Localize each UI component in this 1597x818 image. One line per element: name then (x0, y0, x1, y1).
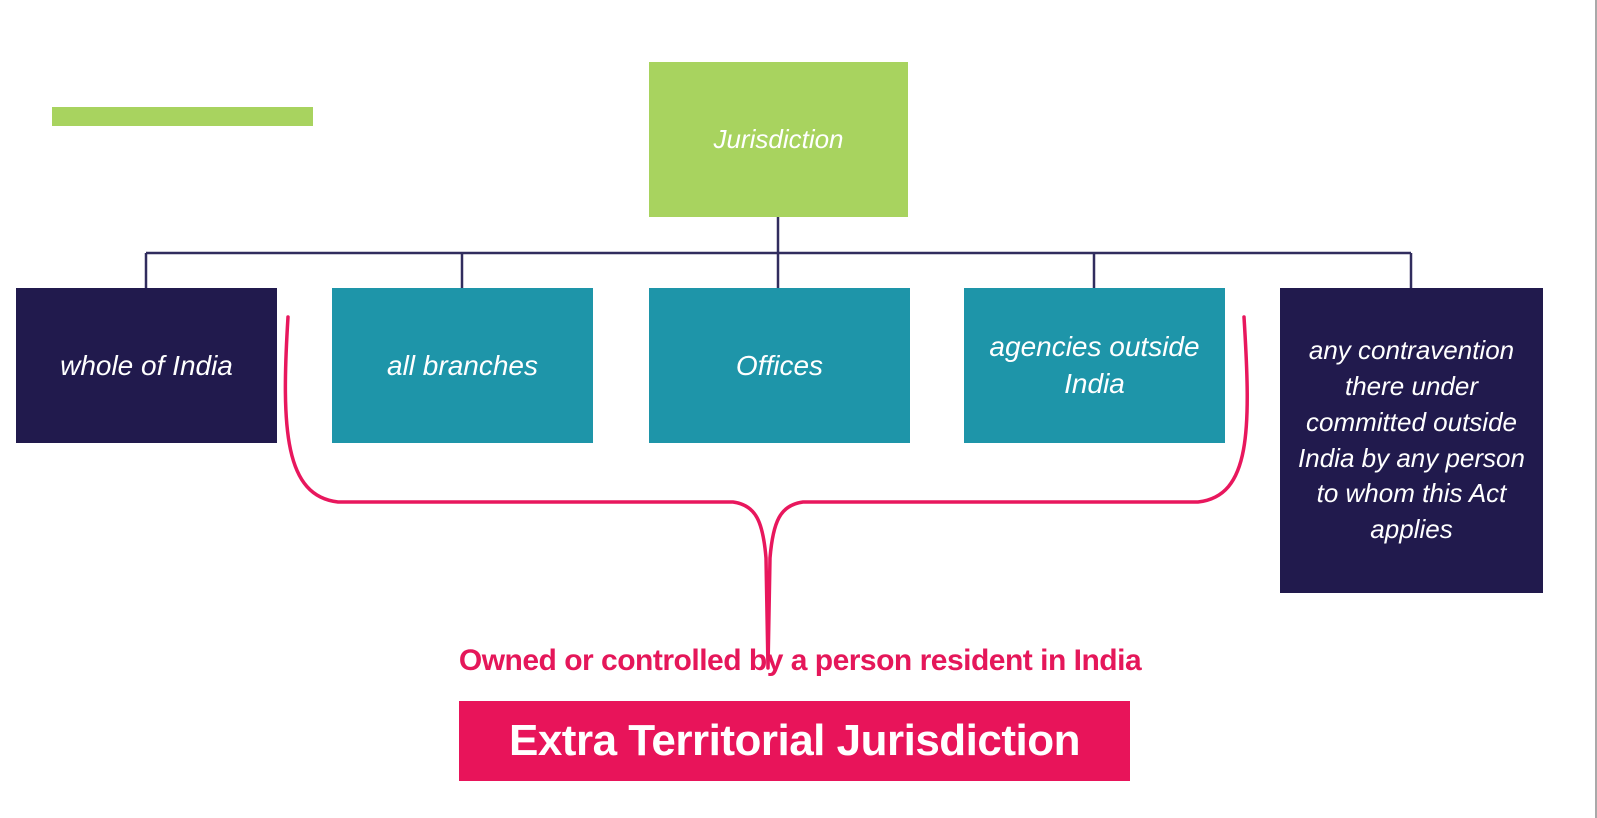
extra-territorial-banner: Extra Territorial Jurisdiction (459, 701, 1130, 781)
brace-caption: Owned or controlled by a person resident… (458, 644, 1142, 677)
extra-territorial-banner-label: Extra Territorial Jurisdiction (508, 716, 1081, 765)
node-whole-of-india: whole of India (16, 288, 277, 443)
slide-right-edge (1595, 0, 1597, 818)
node-all-branches-label: all branches (387, 349, 538, 381)
node-jurisdiction-label: Jurisdiction (713, 124, 844, 154)
node-any-contravention: any contravention there under committed … (1280, 288, 1543, 593)
node-offices: Offices (649, 288, 910, 443)
node-agencies-outside-india-label: agencies outside India (989, 331, 1200, 399)
node-agencies-outside-india: agencies outside India (964, 288, 1225, 443)
node-offices-label: Offices (735, 349, 824, 381)
node-all-branches: all branches (332, 288, 593, 443)
node-whole-of-india-label: whole of India (60, 349, 233, 381)
node-jurisdiction: Jurisdiction (649, 62, 908, 217)
node-any-contravention-label: any contravention there under committed … (1298, 334, 1525, 545)
accent-bar (52, 107, 313, 126)
